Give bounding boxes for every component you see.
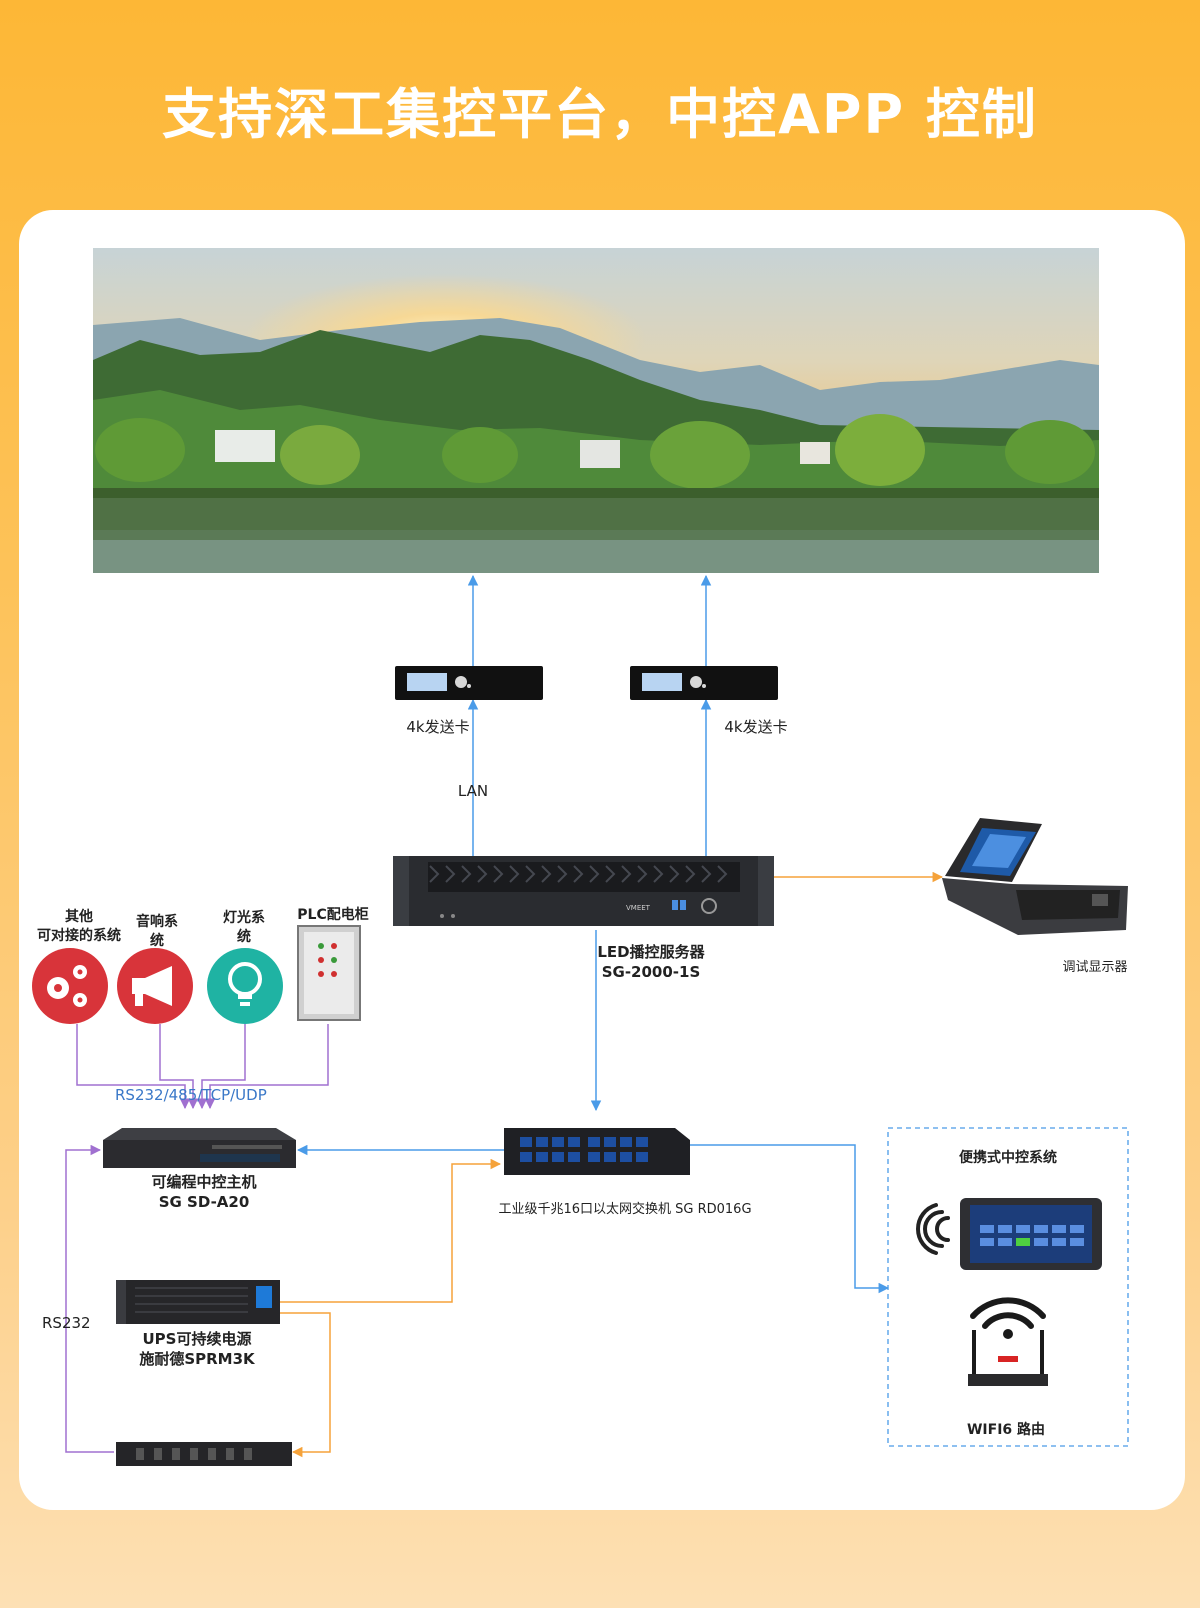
- switch-label: 工业级千兆16口以太网交换机 SG RD016G: [498, 1202, 752, 1217]
- audio-system-line1: 音响系: [136, 914, 178, 930]
- rs232-label: RS232: [42, 1314, 91, 1332]
- ups-label-line2: 施耐德SPRM3K: [139, 1350, 255, 1368]
- server-unit: VMEET: [393, 856, 774, 926]
- light-system-label: 灯光系 统: [223, 909, 265, 947]
- audio-system-line2: 统: [150, 933, 164, 949]
- server-label-line1: LED播控服务器: [597, 943, 705, 961]
- sender-box-left: [395, 666, 543, 700]
- ups-label: UPS可持续电源 施耐德SPRM3K: [139, 1329, 254, 1369]
- controller-unit: [103, 1128, 296, 1168]
- page-title: 支持深工集控平台，中控APP 控制: [162, 83, 1038, 146]
- speaker-icon: [117, 948, 193, 1024]
- controller-label-line2: SG SD-A20: [158, 1193, 250, 1211]
- link-plc-to-controller: [204, 1024, 329, 1110]
- plc-label: PLC配电柜: [297, 907, 369, 923]
- led-screen-image: [93, 248, 1099, 573]
- audio-system-label: 音响系 统: [136, 913, 178, 951]
- light-system-line1: 灯光系: [223, 910, 265, 926]
- protocol-label: RS232/485/TCP/UDP: [115, 1086, 267, 1104]
- wifi-signal-icon: [916, 1203, 950, 1255]
- server-label: LED播控服务器 SG-2000-1S: [597, 942, 704, 982]
- link-ups-to-switch: [280, 1158, 502, 1303]
- link-light-to-controller: [196, 1024, 246, 1110]
- debug-monitor-image: [942, 818, 1128, 935]
- plc-cabinet-image: [297, 925, 361, 1021]
- lan-label: LAN: [457, 782, 489, 800]
- link-rs232-pdu-to-controller: [65, 1144, 114, 1453]
- other-systems-line2: 可对接的系统: [37, 928, 121, 944]
- link-audio-to-controller: [159, 1024, 199, 1110]
- controller-label: 可编程中控主机 SG SD-A20: [151, 1172, 256, 1212]
- other-systems-label: 其他 可对接的系统: [37, 908, 121, 946]
- sender-box-right: [630, 666, 778, 700]
- server-brand-text: VMEET: [626, 904, 651, 912]
- other-systems-line1: 其他: [65, 909, 93, 925]
- link-other-to-controller: [76, 1024, 191, 1110]
- lightbulb-icon: [207, 948, 283, 1024]
- ups-label-line1: UPS可持续电源: [142, 1330, 252, 1348]
- portable-system-title: 便携式中控系统: [959, 1150, 1057, 1166]
- sender-left-label: 4k发送卡: [406, 718, 470, 736]
- switch-unit: [504, 1128, 690, 1175]
- server-label-line2: SG-2000-1S: [601, 963, 701, 981]
- link-ups-to-pdu: [280, 1312, 331, 1458]
- debug-monitor-label: 调试显示器: [1062, 960, 1128, 975]
- gear-icon: [32, 948, 108, 1024]
- router-image: [968, 1297, 1048, 1386]
- light-system-line2: 统: [237, 929, 251, 945]
- power-strip-unit: [116, 1442, 292, 1466]
- ups-unit: [116, 1280, 280, 1324]
- sender-right-label: 4k发送卡: [724, 718, 788, 736]
- controller-label-line1: 可编程中控主机: [151, 1173, 257, 1191]
- router-label: WIFI6 路由: [966, 1422, 1046, 1438]
- portable-system-box: [887, 1127, 1129, 1447]
- link-switch-to-portable: [690, 1144, 890, 1294]
- tablet-image: [960, 1198, 1102, 1270]
